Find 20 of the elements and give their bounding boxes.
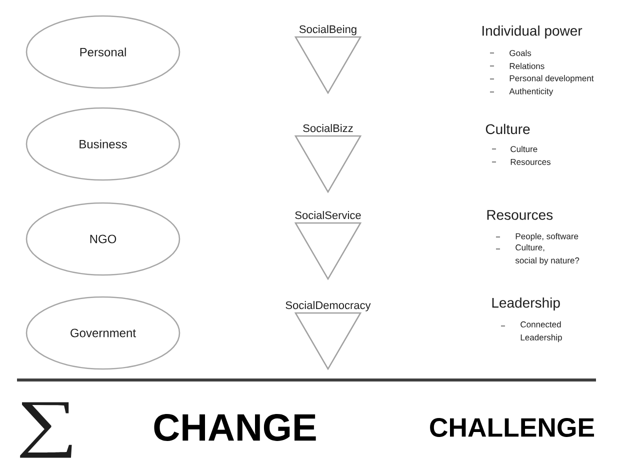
list-item: People, software	[516, 233, 578, 241]
node-label: SocialDemocracy	[286, 301, 371, 312]
bold-heading: CHALLENGE	[430, 418, 594, 437]
node-label: SocialBizz	[303, 124, 353, 132]
node-label: SocialBeing	[299, 25, 356, 36]
node-label: SocialService	[295, 211, 361, 220]
list-item: Personal development	[510, 75, 594, 83]
list-item: Connected Leadership	[520, 321, 562, 342]
list-item: Goals	[510, 50, 532, 56]
section-heading: Leadership	[492, 297, 560, 311]
bold-heading: CHANGE	[154, 414, 316, 441]
section-heading: Culture	[486, 124, 530, 134]
section-heading: Individual power	[482, 25, 582, 39]
list-item: Culture	[510, 146, 538, 152]
list-item: Authenticity	[509, 88, 554, 96]
list-item: Relations	[510, 62, 544, 70]
sigma-symbol: ∑	[20, 402, 72, 458]
list-item: Resources	[510, 159, 550, 165]
list-item: Culture, social by nature?	[515, 244, 580, 266]
section-heading: Resources	[487, 210, 553, 220]
